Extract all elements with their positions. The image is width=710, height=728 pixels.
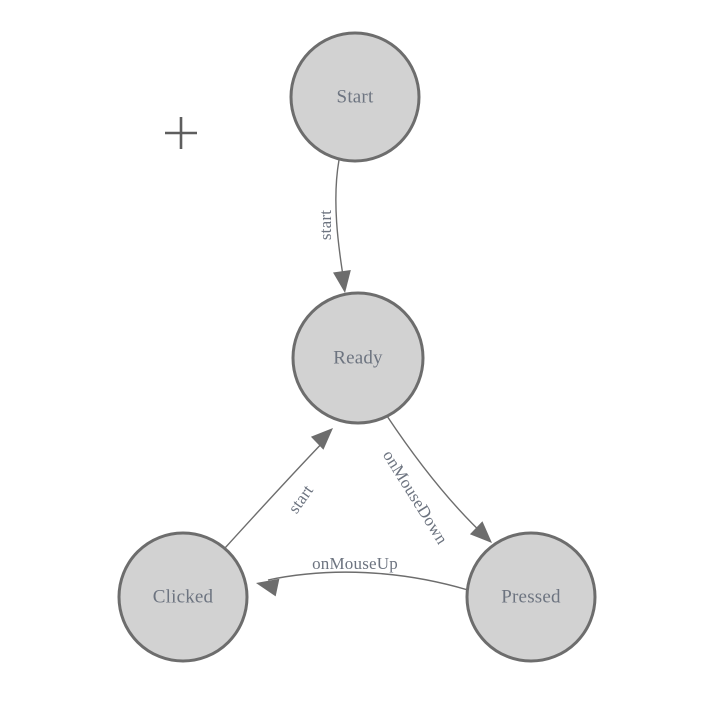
node-ready[interactable]: Ready — [291, 291, 425, 425]
edge-ready-to-pressed[interactable]: onMouseDown — [379, 415, 498, 549]
edge-path-start-to-ready — [335, 159, 345, 283]
edge-start-to-ready[interactable]: start — [316, 159, 354, 294]
crosshair-marker[interactable] — [165, 117, 197, 149]
edge-path-ready-to-pressed — [386, 415, 487, 538]
arrowhead-ready-to-pressed — [469, 521, 492, 543]
edge-label-ready-to-pressed: onMouseDown — [379, 447, 452, 548]
edge-path-pressed-to-clicked — [267, 571, 469, 591]
edge-clicked-to-ready[interactable]: start — [224, 422, 339, 549]
arrowhead-pressed-to-clicked — [256, 578, 280, 597]
arrowhead-start-to-ready — [333, 269, 351, 293]
edge-label-pressed-to-clicked: onMouseUp — [312, 554, 398, 573]
node-circle-clicked[interactable] — [117, 531, 249, 663]
node-circle-start[interactable] — [289, 31, 421, 163]
node-pressed[interactable]: Pressed — [465, 531, 597, 663]
node-label-start: Start — [337, 86, 374, 107]
node-clicked[interactable]: Clicked — [117, 531, 249, 663]
node-start[interactable]: Start — [289, 31, 421, 163]
edge-pressed-to-clicked[interactable]: onMouseUp — [254, 554, 469, 597]
node-label-ready: Ready — [333, 347, 383, 368]
node-circle-ready[interactable] — [291, 291, 425, 425]
markers-layer — [165, 117, 197, 149]
node-circle-pressed[interactable] — [465, 531, 597, 663]
arrowhead-clicked-to-ready — [310, 428, 333, 450]
edge-label-clicked-to-ready: start — [284, 481, 317, 517]
edge-label-start-to-ready: start — [316, 210, 335, 240]
node-label-pressed: Pressed — [501, 586, 561, 607]
edge-path-clicked-to-ready — [224, 436, 329, 549]
node-label-clicked: Clicked — [153, 586, 214, 607]
